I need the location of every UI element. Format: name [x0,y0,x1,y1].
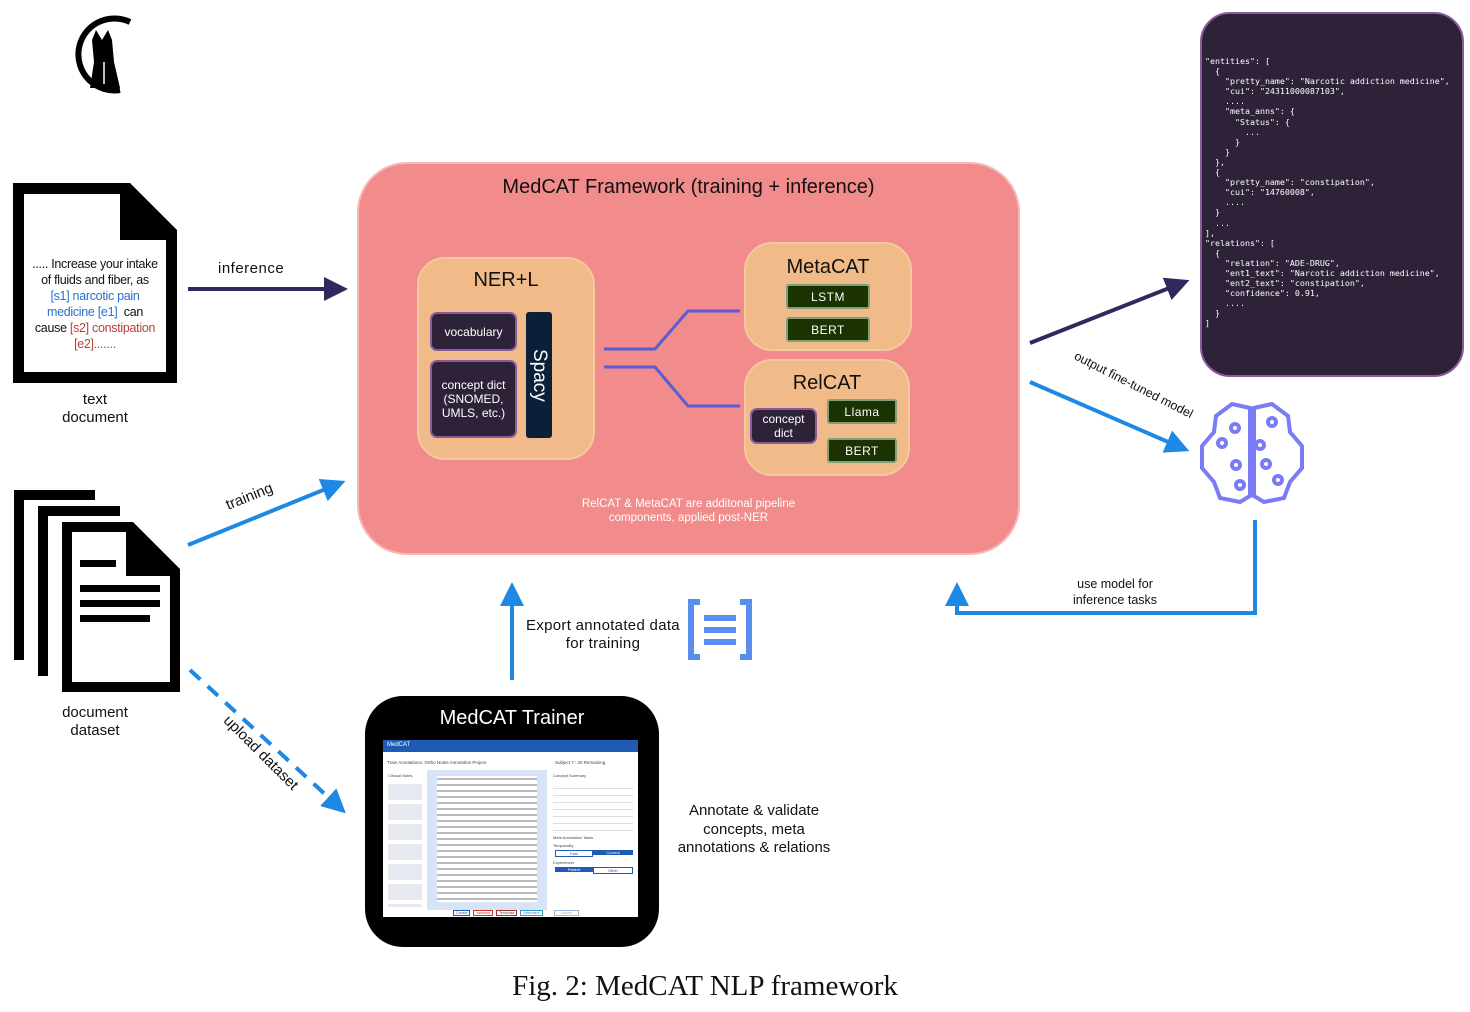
terminate-button[interactable]: Terminate [496,910,518,916]
past-option[interactable]: Past [555,850,593,857]
trainer-app-bar: MedCAT [383,740,638,752]
patient-option[interactable]: Patient [555,867,593,872]
other-option[interactable]: Other [593,867,633,874]
concept-summary-header: Concept Summary [553,773,587,778]
meta-tasks-header: Meta Annotation Tasks [553,835,594,840]
concept-summary-table [553,782,633,832]
document-icon [13,183,177,383]
current-option[interactable]: Current [593,850,633,855]
brain-circuit-icon [1200,401,1304,505]
temporality-label: Temporality [553,843,574,848]
doc-line: cause [34,321,67,335]
alternative-button[interactable]: Alternative [520,910,544,916]
figure-caption: Fig. 2: MedCAT NLP framework [512,970,898,1002]
concept-dict-box: concept dict(SNOMED,UMLS, etc.) [430,360,517,438]
bert-model: BERT [786,317,870,342]
json-output: "entities": [ { "pretty_name": "Narcotic… [1200,12,1464,377]
trainer-title: MedCAT Trainer [439,707,585,729]
note-viewer [427,770,547,910]
use-model-arrow [945,520,1257,615]
spacy-box: Spacy [526,312,552,438]
ner-l-title: NER+L [473,269,539,291]
upload-arrow [188,668,346,814]
correct-button[interactable]: Correct [453,910,471,916]
document-text: ..... Increase your intake of fluids and… [24,256,166,352]
entity-1-text: [s1] narcotic pain [50,289,140,303]
experiencer-label: Experiencer [553,860,575,865]
trainer-heading: Train Annotations: Ortho Notes Annotatio… [387,760,487,765]
json-arrow [1029,277,1190,345]
incorrect-button[interactable]: Incorrect [473,910,494,916]
doc-line: can [123,305,144,319]
output-model-arrow [1029,380,1190,453]
clinical-notes-header: Clinical Notes [388,773,413,778]
medcat-cat-logo [75,15,132,94]
metacat-title: MetaCAT [786,256,870,278]
json-bracket-icon [688,599,752,660]
training-arrow [187,478,346,547]
submit-button[interactable]: Submit [554,910,579,916]
relcat-title: RelCAT [792,372,862,394]
vocabulary-box: vocabulary [430,312,517,351]
entity-1-text: medicine [e1] [46,305,118,319]
doc-line: ..... Increase your intake [32,257,158,271]
framework-title: MedCAT Framework (training + inference) [502,176,875,198]
inference-label: inference [218,260,285,277]
annotation-buttons: Correct Incorrect Terminate Alternative … [453,910,579,916]
lstm-model: LSTM [786,284,870,309]
trainer-progress: Subject 7 : 20 Remaining [555,760,606,765]
notes-list[interactable] [388,782,422,907]
trainer-screenshot: MedCAT Train Annotations: Ortho Notes An… [383,740,638,917]
pipeline-connector [604,309,740,408]
bert-model: BERT [827,438,897,463]
llama-model: Llama [827,399,897,424]
entity-2-text: [e2]....... [74,337,116,351]
doc-line: of fluids and fiber, as [41,273,149,287]
entity-2-text: [s2] constipation [69,321,156,335]
document-stack-icon [14,490,180,692]
